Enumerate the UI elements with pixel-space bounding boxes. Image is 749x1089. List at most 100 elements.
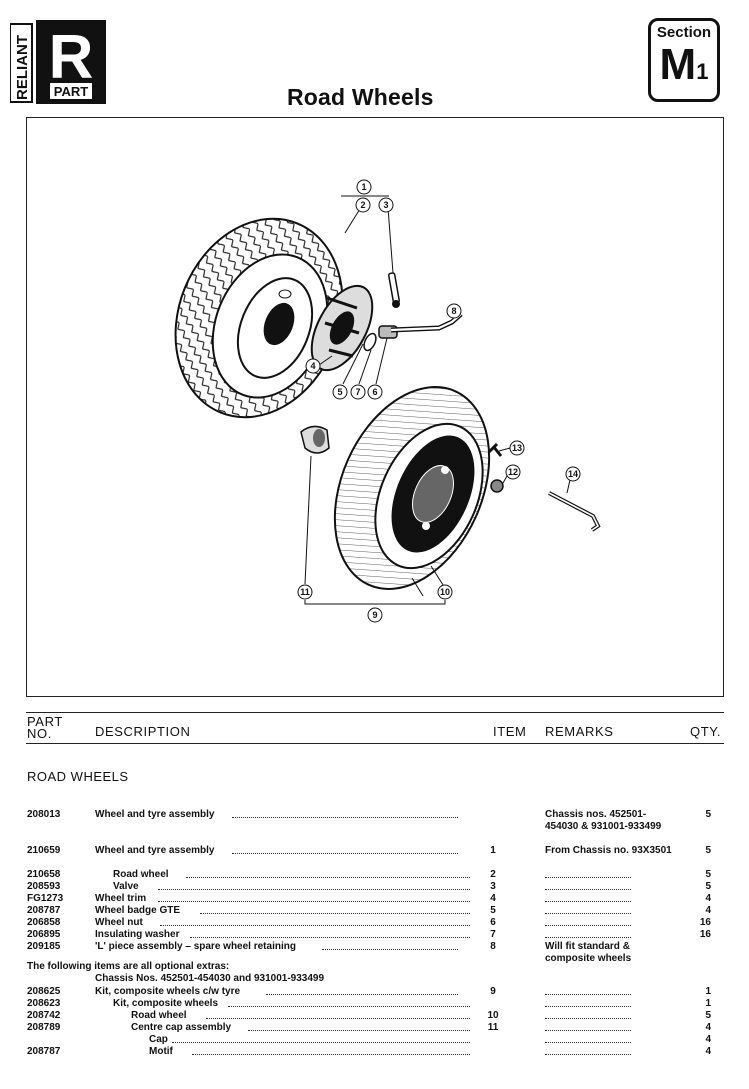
part-number: 206858 xyxy=(27,917,61,928)
composite-valve xyxy=(487,442,503,457)
remarks: Will fit standard & composite wheels xyxy=(545,941,632,964)
dot-leader xyxy=(206,1010,470,1019)
col-description: DESCRIPTION xyxy=(95,724,191,739)
part-description: Motif xyxy=(149,1046,173,1057)
callout-8: 8 xyxy=(451,306,456,316)
dot-leader xyxy=(232,845,458,854)
quantity: 5 xyxy=(705,881,711,892)
reliant-part-logo: RELIANT R PART xyxy=(9,20,106,104)
remarks-dot-leader xyxy=(545,998,631,1007)
item-number: 4 xyxy=(490,893,496,904)
dot-leader xyxy=(190,929,470,938)
item-number: 9 xyxy=(490,986,496,997)
item-number: 1 xyxy=(490,845,496,856)
callout-6: 6 xyxy=(372,387,377,397)
composite-wheel-nut xyxy=(490,479,504,493)
remarks: From Chassis no. 93X3501 xyxy=(545,845,672,856)
col-part-no: PART NO. xyxy=(27,714,63,741)
part-description: 'L' piece assembly – spare wheel retaini… xyxy=(95,941,296,952)
callout-1: 1 xyxy=(361,182,366,192)
composite-wheel-tyre xyxy=(333,386,491,590)
page-title: Road Wheels xyxy=(287,84,434,110)
table-row: 210658 Road wheel 2 5 xyxy=(0,869,749,881)
quantity: 16 xyxy=(699,917,711,928)
part-description: Wheel badge GTE xyxy=(95,905,181,916)
callout-14: 14 xyxy=(568,469,578,479)
part-description: Valve xyxy=(113,881,139,892)
part-number: 208742 xyxy=(27,1010,61,1021)
quantity: 5 xyxy=(705,809,711,820)
remarks-dot-leader xyxy=(545,1034,631,1043)
dot-leader xyxy=(200,905,470,914)
quantity: 4 xyxy=(705,905,711,916)
optional-chassis-note: Chassis Nos. 452501-454030 and 931001-93… xyxy=(95,973,325,984)
exploded-wheel-diagram: 1 2 3 4 5 6 7 8 9 10 11 12 13 14 xyxy=(26,117,724,697)
logo-letter: R xyxy=(49,23,94,92)
callout-4: 4 xyxy=(310,361,315,371)
col-item: ITEM xyxy=(493,724,527,739)
dot-leader xyxy=(192,1046,470,1055)
table-row: 208787 Wheel badge GTE 5 4 xyxy=(0,905,749,917)
part-number: 208623 xyxy=(27,998,61,1009)
quantity: 4 xyxy=(705,893,711,904)
part-description: Kit, composite wheels xyxy=(113,998,219,1009)
dot-leader xyxy=(228,998,470,1007)
part-description: Wheel trim xyxy=(95,893,147,904)
item-number: 10 xyxy=(487,1010,499,1021)
callout-5: 5 xyxy=(337,387,342,397)
callout-11: 11 xyxy=(300,587,310,597)
dot-leader xyxy=(172,1034,470,1043)
part-description: Road wheel xyxy=(131,1010,187,1021)
part-number: 208787 xyxy=(27,905,61,916)
wheel-brace xyxy=(548,491,601,532)
quantity: 4 xyxy=(705,1046,711,1057)
part-number: 210659 xyxy=(27,845,61,856)
item-number: 2 xyxy=(490,869,496,880)
part-description: Insulating washer xyxy=(95,929,180,940)
part-number: 206895 xyxy=(27,929,61,940)
callout-2: 2 xyxy=(360,200,365,210)
callout-10: 10 xyxy=(440,587,450,597)
part-description: Wheel nut xyxy=(95,917,143,928)
item-number: 5 xyxy=(490,905,496,916)
dot-leader xyxy=(248,1022,470,1031)
logo-brand-text: RELIANT xyxy=(14,35,31,100)
part-number: 208593 xyxy=(27,881,61,892)
part-description: Road wheel xyxy=(113,869,169,880)
table-row: 208623 Kit, composite wheels 1 xyxy=(0,998,749,1010)
quantity: 5 xyxy=(705,869,711,880)
item-number: 6 xyxy=(490,917,496,928)
part-description: Kit, composite wheels c/w tyre xyxy=(95,986,241,997)
dot-leader xyxy=(158,881,470,890)
section-badge: Section M1 xyxy=(648,18,720,102)
callout-13: 13 xyxy=(512,443,522,453)
dot-leader xyxy=(322,941,458,950)
remarks: Chassis nos. 452501-454030 & 931001-9334… xyxy=(545,809,662,832)
part-number: 210658 xyxy=(27,869,61,880)
remarks-dot-leader xyxy=(545,1010,631,1019)
part-number: 209185 xyxy=(27,941,61,952)
callout-9: 9 xyxy=(372,610,377,620)
remarks-dot-leader xyxy=(545,986,631,995)
dot-leader xyxy=(232,809,458,818)
dot-leader xyxy=(266,986,458,995)
centre-cap xyxy=(300,425,330,454)
col-qty: QTY. xyxy=(690,724,722,739)
item-number: 11 xyxy=(487,1022,499,1033)
section-label: Section xyxy=(656,24,712,41)
valve xyxy=(388,272,400,308)
quantity: 1 xyxy=(705,998,711,1009)
quantity: 1 xyxy=(705,986,711,997)
group-heading: ROAD WHEELS xyxy=(27,769,129,784)
quantity: 5 xyxy=(705,1010,711,1021)
part-description: Wheel and tyre assembly xyxy=(95,845,215,856)
part-description: Wheel and tyre assembly xyxy=(95,809,215,820)
part-description: Centre cap assembly xyxy=(131,1022,232,1033)
callout-7: 7 xyxy=(355,387,360,397)
leader-lines xyxy=(304,195,571,605)
